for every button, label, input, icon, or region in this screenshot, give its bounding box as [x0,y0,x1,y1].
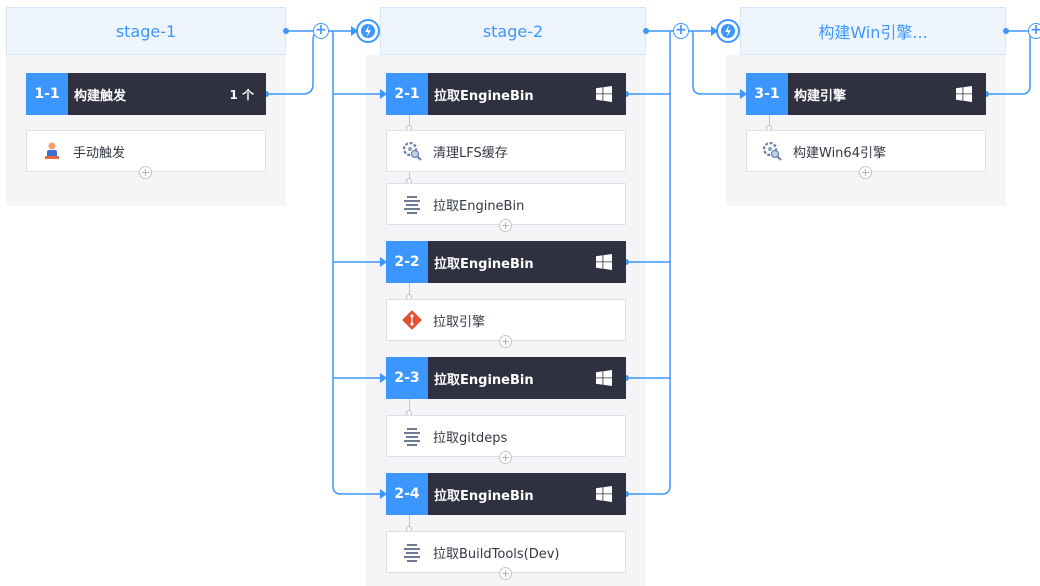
job-name: 构建触发 [74,88,127,104]
task-manual-trigger[interactable]: 手动触发 [26,130,266,172]
job-2-4[interactable]: 2-4 拉取EngineBin [386,473,626,515]
task-label: 拉取引擎 [433,314,486,330]
task-clean-lfs[interactable]: 清理LFS缓存 [386,130,626,172]
stage-3-header[interactable]: 构建Win引擎... [740,7,1006,55]
stage-2-header[interactable]: stage-2 [380,7,646,55]
task-label: 拉取EngineBin [433,198,525,214]
job-id: 2-3 [386,357,428,399]
add-parallel-stage-button[interactable]: + [1028,23,1040,39]
add-task-button[interactable]: + [139,166,152,179]
windows-icon [956,86,972,102]
task-label: 手动触发 [73,145,126,161]
add-task-button[interactable]: + [859,166,872,179]
add-task-button[interactable]: + [499,567,512,580]
job-name: 拉取EngineBin [434,488,534,504]
task-label: 清理LFS缓存 [433,145,508,161]
code-lines-icon [404,428,420,446]
windows-icon [596,370,612,386]
job-id: 2-1 [386,73,428,115]
task-pull-buildtools[interactable]: 拉取BuildTools(Dev) [386,531,626,573]
job-name: 拉取EngineBin [434,88,534,104]
job-3-1[interactable]: 3-1 构建引擎 [746,73,986,115]
task-pull-engine[interactable]: 拉取引擎 [386,299,626,341]
gear-search-icon [402,141,422,161]
gear-search-icon [762,141,782,161]
stage-title: stage-2 [482,21,544,41]
job-2-1[interactable]: 2-1 拉取EngineBin [386,73,626,115]
job-count-badge: 1 个 [229,87,254,102]
windows-icon [596,86,612,102]
git-icon [402,310,422,330]
stage-title: stage-1 [115,21,177,41]
windows-icon [596,486,612,502]
job-2-3[interactable]: 2-3 拉取EngineBin [386,357,626,399]
job-1-1[interactable]: 1-1 构建触发 1 个 [26,73,266,115]
task-pull-gitdeps[interactable]: 拉取gitdeps [386,415,626,457]
job-name: 拉取EngineBin [434,256,534,272]
code-lines-icon [404,196,420,214]
task-label: 拉取gitdeps [433,430,508,446]
manual-trigger-icon [45,142,59,159]
stage-2-trigger-bolt-icon[interactable] [356,19,380,43]
job-2-2[interactable]: 2-2 拉取EngineBin [386,241,626,283]
add-parallel-stage-button[interactable]: + [673,23,689,39]
task-build-win64-engine[interactable]: 构建Win64引擎 [746,130,986,172]
stage-title: 构建Win引擎... [818,23,928,42]
code-lines-icon [404,544,420,562]
windows-icon [596,254,612,270]
job-id: 2-2 [386,241,428,283]
job-id: 2-4 [386,473,428,515]
job-id: 3-1 [746,73,788,115]
job-id: 1-1 [26,73,68,115]
job-name: 构建引擎 [794,88,847,104]
task-label: 构建Win64引擎 [793,145,886,161]
add-task-button[interactable]: + [499,219,512,232]
task-label: 拉取BuildTools(Dev) [433,546,560,562]
add-parallel-stage-button[interactable]: + [313,23,329,39]
add-task-button[interactable]: + [499,335,512,348]
job-name: 拉取EngineBin [434,372,534,388]
add-task-button[interactable]: + [499,451,512,464]
stage-3-trigger-bolt-icon[interactable] [716,19,740,43]
